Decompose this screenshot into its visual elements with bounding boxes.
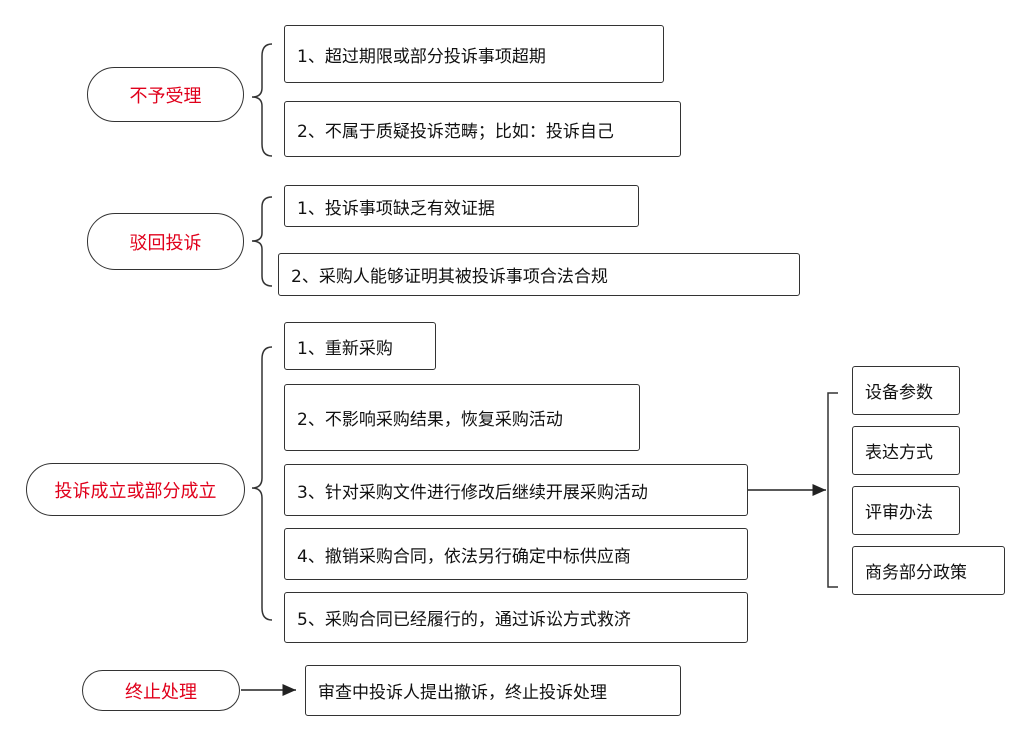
reject-item-1: 1、超过期限或部分投诉事项超期: [284, 25, 664, 83]
terminate-item-1: 审查中投诉人提出撤诉，终止投诉处理: [305, 665, 681, 716]
category-dismiss: 驳回投诉: [87, 213, 244, 270]
reject-item-2: 2、不属于质疑投诉范畴；比如：投诉自己: [284, 101, 681, 157]
modify-target-2: 表达方式: [852, 426, 960, 475]
modify-target-3: 评审办法: [852, 486, 960, 535]
modify-target-1: 设备参数: [852, 366, 960, 415]
established-item-5: 5、采购合同已经履行的，通过诉讼方式救济: [284, 592, 748, 643]
established-item-3: 3、针对采购文件进行修改后继续开展采购活动: [284, 464, 748, 516]
established-item-4: 4、撤销采购合同，依法另行确定中标供应商: [284, 528, 748, 580]
category-established: 投诉成立或部分成立: [26, 463, 245, 516]
category-reject: 不予受理: [87, 67, 244, 122]
modify-target-4: 商务部分政策: [852, 546, 1005, 595]
brace-reject: [251, 43, 273, 157]
dismiss-item-2: 2、采购人能够证明其被投诉事项合法合规: [278, 253, 800, 296]
brace-dismiss: [251, 196, 273, 287]
category-terminate: 终止处理: [82, 670, 240, 711]
dismiss-item-1: 1、投诉事项缺乏有效证据: [284, 185, 639, 227]
established-item-1: 1、重新采购: [284, 322, 436, 370]
established-item-2: 2、不影响采购结果，恢复采购活动: [284, 384, 640, 451]
bracket-modify-targets: [827, 392, 838, 588]
brace-established: [251, 346, 273, 621]
